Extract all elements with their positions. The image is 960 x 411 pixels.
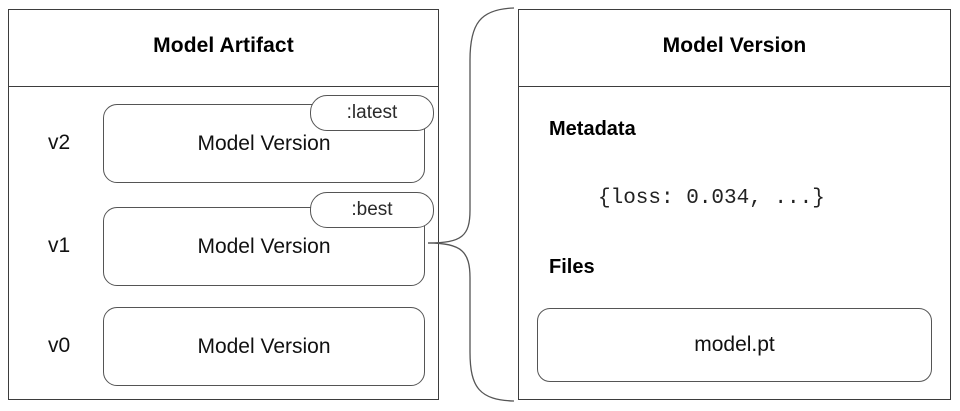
version-label-v2: v2	[48, 131, 71, 154]
model-version-box-v0[interactable]: Model Version	[103, 307, 425, 386]
alias-tag-best[interactable]: :best	[310, 192, 434, 228]
file-box-model-pt[interactable]: model.pt	[537, 308, 932, 382]
version-label-v1: v1	[48, 234, 71, 257]
alias-tag-latest[interactable]: :latest	[310, 95, 434, 131]
model-artifact-header-divider	[8, 86, 439, 87]
model-version-title: Model Version	[662, 34, 807, 57]
metadata-value: {loss: 0.034, ...}	[598, 187, 825, 210]
model-artifact-title: Model Artifact	[153, 34, 294, 57]
version-label-v0: v0	[48, 334, 71, 357]
model-version-header-divider	[518, 86, 951, 87]
files-heading: Files	[549, 256, 595, 278]
metadata-heading: Metadata	[549, 118, 636, 140]
